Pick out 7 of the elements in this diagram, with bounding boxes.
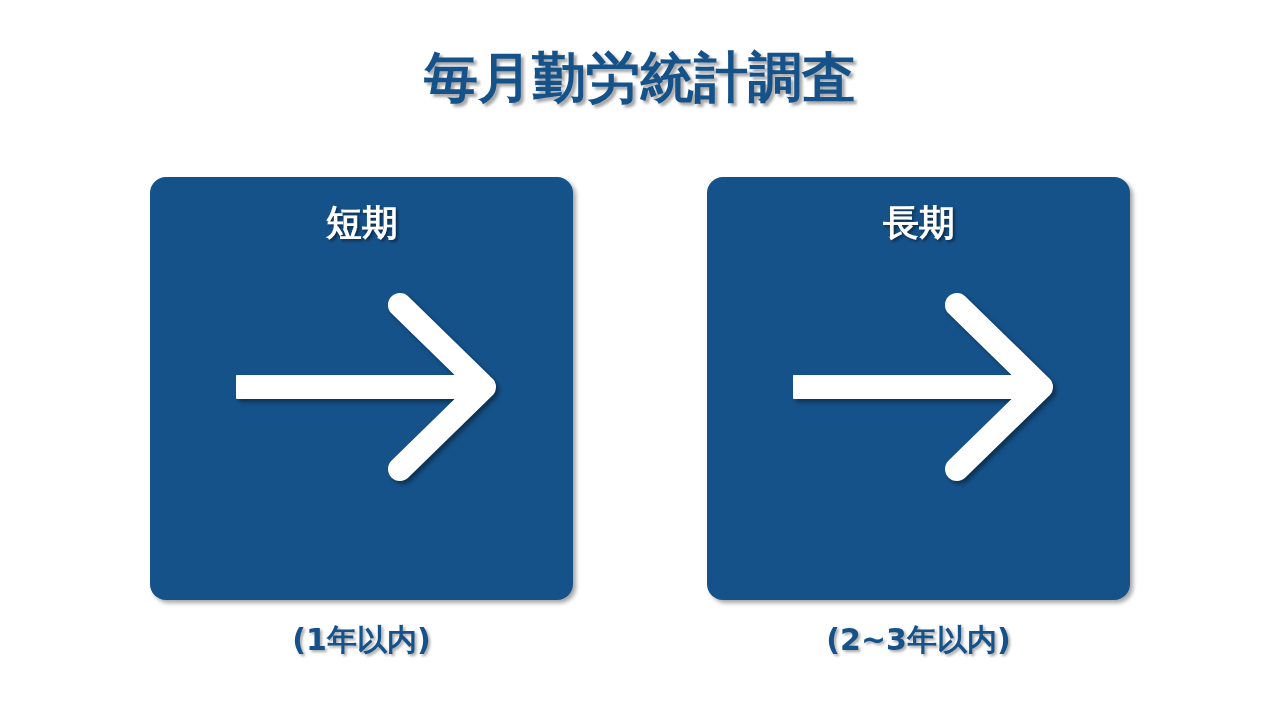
period-caption: (2~3年以内) xyxy=(826,621,1011,659)
panel-heading: 短期 xyxy=(325,201,398,245)
panel-card xyxy=(707,177,1130,600)
panel-heading: 長期 xyxy=(882,201,955,245)
title: 毎月勤労統計調査 xyxy=(423,45,857,111)
panel-card xyxy=(150,177,573,600)
period-caption: (1年以内) xyxy=(292,621,431,659)
